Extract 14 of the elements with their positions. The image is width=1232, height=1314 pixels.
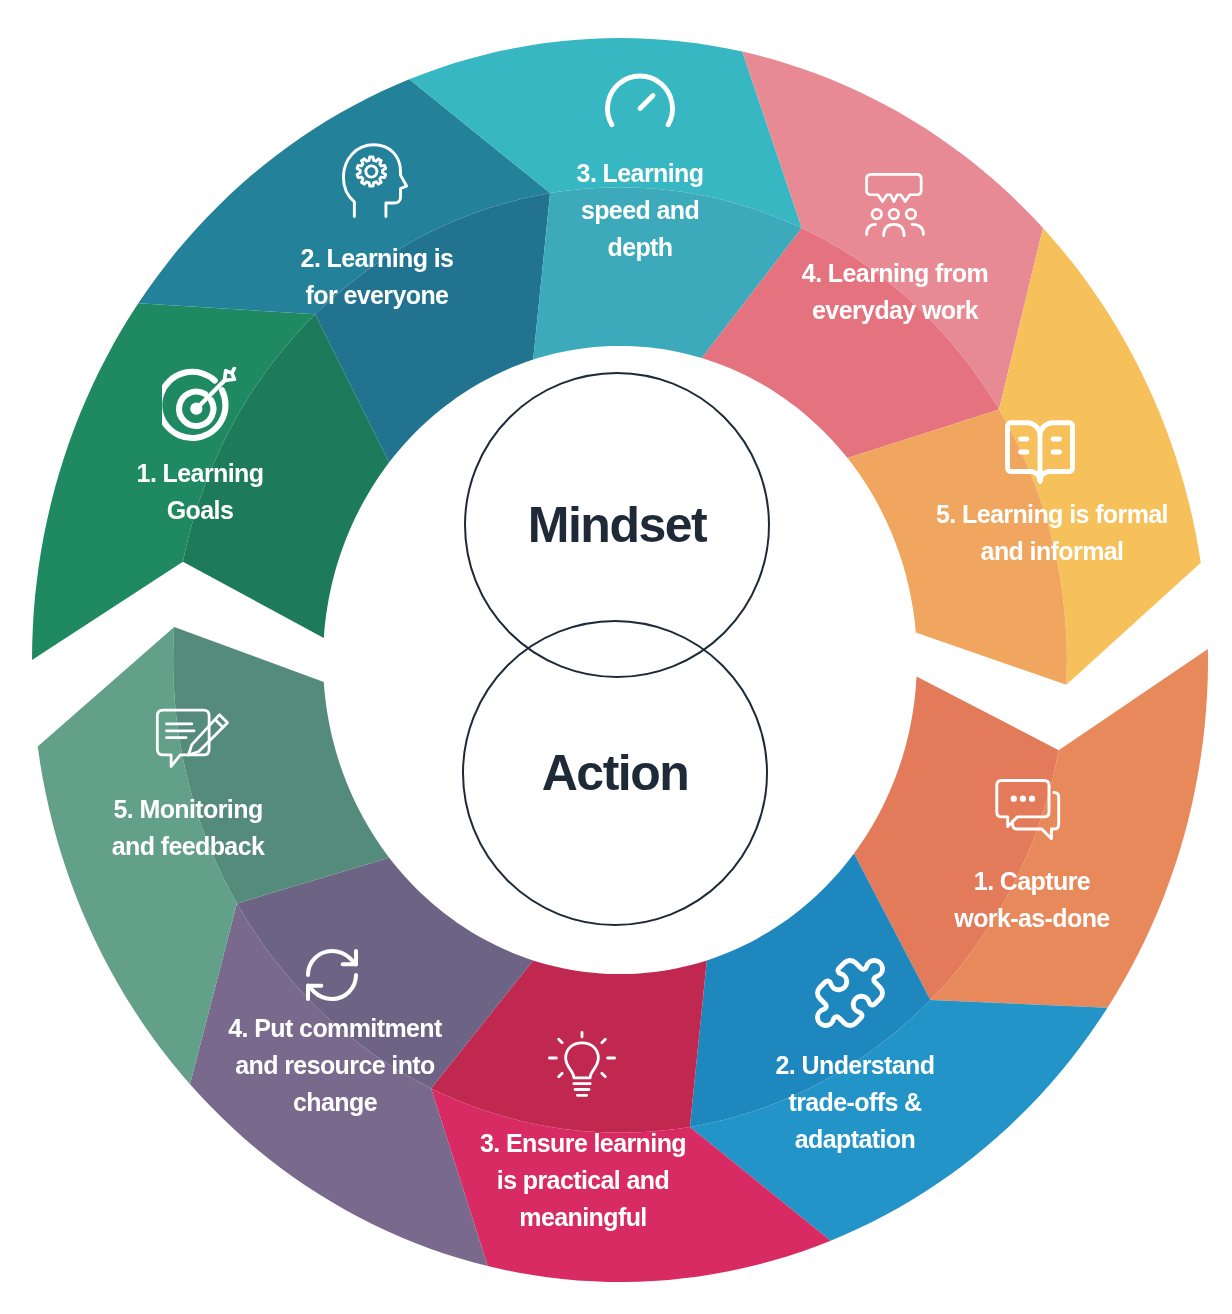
segment-label: 2. Learning is for everyone	[299, 243, 455, 311]
segment-label: 5. Monitoring and feedback	[110, 794, 266, 862]
segment-label: 2. Understand trade-offs & adaptation	[774, 1049, 936, 1155]
segment-label: 4. Learning from everyday work	[800, 258, 990, 326]
circle-title: Mindset	[527, 497, 707, 553]
segment-label: 4. Put commitment and resource into change	[227, 1012, 443, 1118]
venn-circle	[464, 372, 770, 678]
segment-label: 3. Learning speed and depth	[575, 157, 705, 263]
segment-label: 1. Capture work-as-done	[953, 866, 1111, 934]
venn-circle	[462, 620, 768, 926]
segment-label: 1. Learning Goals	[135, 458, 265, 526]
segment-label: 3. Ensure learning is practical and meaningful	[479, 1127, 687, 1233]
segment-label: 5. Learning is formal and informal	[935, 499, 1169, 567]
circle-title: Action	[541, 745, 689, 801]
